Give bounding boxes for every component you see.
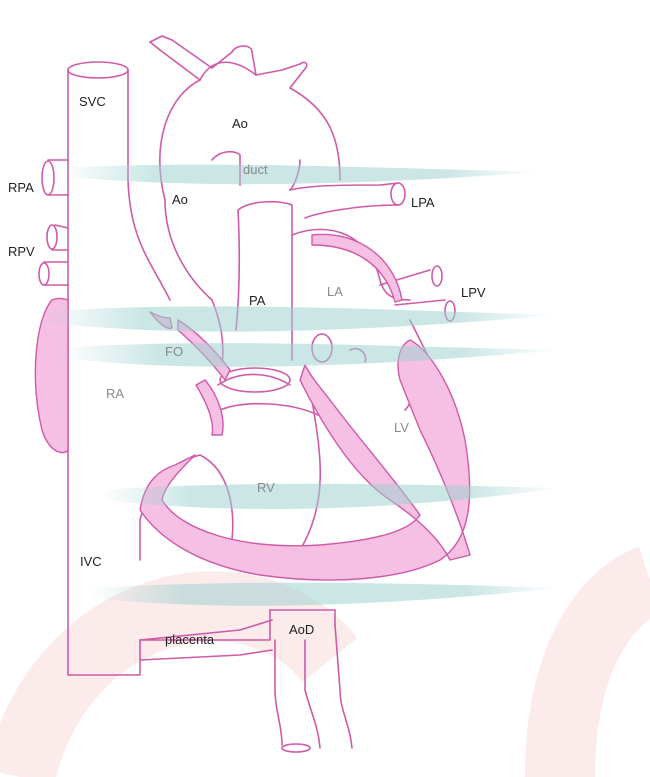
label-fo: FO <box>165 344 183 359</box>
label-rv: RV <box>257 480 275 495</box>
label-ivc: IVC <box>80 554 102 569</box>
label-ao-left: Ao <box>172 192 188 207</box>
fo-shunt <box>196 380 223 435</box>
label-placenta: placenta <box>165 632 215 647</box>
rpa-vessel <box>48 160 68 195</box>
label-rpa: RPA <box>8 180 34 195</box>
plane-5 <box>90 583 560 606</box>
label-ra: RA <box>106 386 124 401</box>
svc-ivc-tube <box>68 70 140 675</box>
plane-3 <box>60 343 560 367</box>
plane-2 <box>40 306 560 331</box>
highlighted-flow <box>35 234 470 580</box>
label-svc: SVC <box>79 94 106 109</box>
lv-rv-sweep <box>140 340 470 580</box>
label-duct: duct <box>243 162 268 177</box>
label-la: LA <box>327 284 343 299</box>
label-aod: AoD <box>289 622 314 637</box>
label-pa: PA <box>249 293 266 308</box>
plane-4 <box>100 484 560 509</box>
label-lpv: LPV <box>461 285 486 300</box>
label-lv: LV <box>394 420 409 435</box>
svc-opening <box>68 62 128 78</box>
plane-1 <box>60 165 540 185</box>
big-loop <box>312 234 402 302</box>
label-ao-top: Ao <box>232 116 248 131</box>
label-rpv: RPV <box>8 244 35 259</box>
label-lpa: LPA <box>411 195 435 210</box>
pa-body <box>212 202 292 365</box>
lpa-vessel <box>290 183 398 218</box>
